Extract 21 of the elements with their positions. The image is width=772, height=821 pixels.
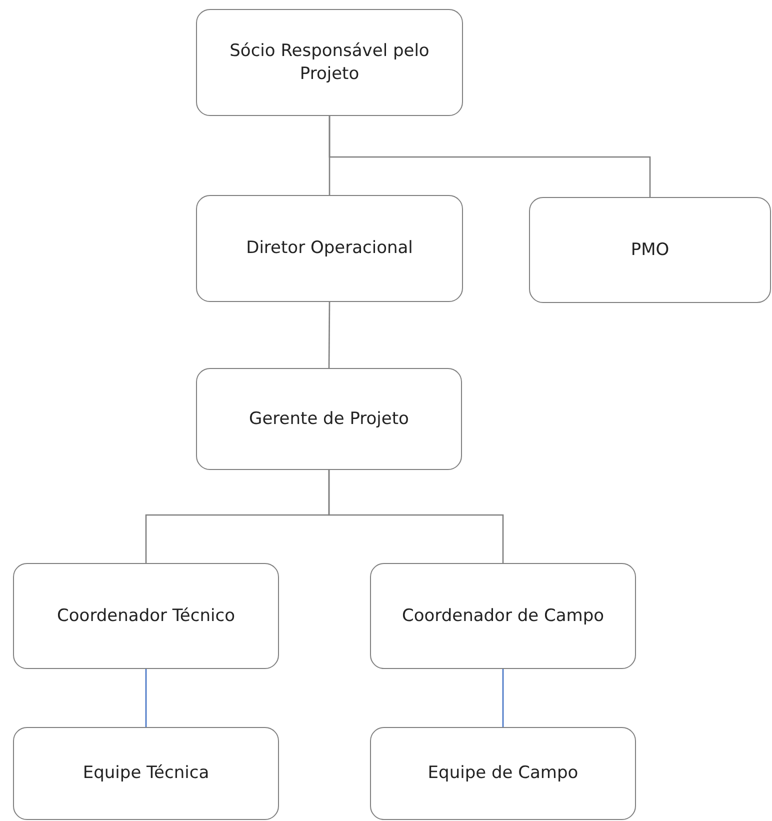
org-box xyxy=(13,563,279,669)
org-box xyxy=(370,727,636,820)
connector-line xyxy=(328,470,504,563)
org-box xyxy=(13,727,279,820)
role-label: PMO xyxy=(630,238,670,262)
connector-line xyxy=(502,669,504,727)
role-label: Equipe Técnica xyxy=(82,762,210,785)
org-box xyxy=(196,195,463,302)
org-box xyxy=(196,368,462,470)
role-label: Diretor Operacional xyxy=(245,237,414,260)
role-label: Sócio Responsável pelo Projeto xyxy=(228,40,430,85)
org-box xyxy=(196,9,463,116)
connector-line xyxy=(328,302,330,368)
connector-line xyxy=(145,669,147,727)
org-box xyxy=(370,563,636,669)
org-box xyxy=(529,197,771,303)
role-label: Gerente de Projeto xyxy=(248,408,410,430)
role-label: Coordenador de Campo xyxy=(400,604,606,628)
role-label: Coordenador Técnico xyxy=(56,604,236,628)
connector-line xyxy=(328,116,651,197)
role-label: Equipe de Campo xyxy=(426,762,580,785)
